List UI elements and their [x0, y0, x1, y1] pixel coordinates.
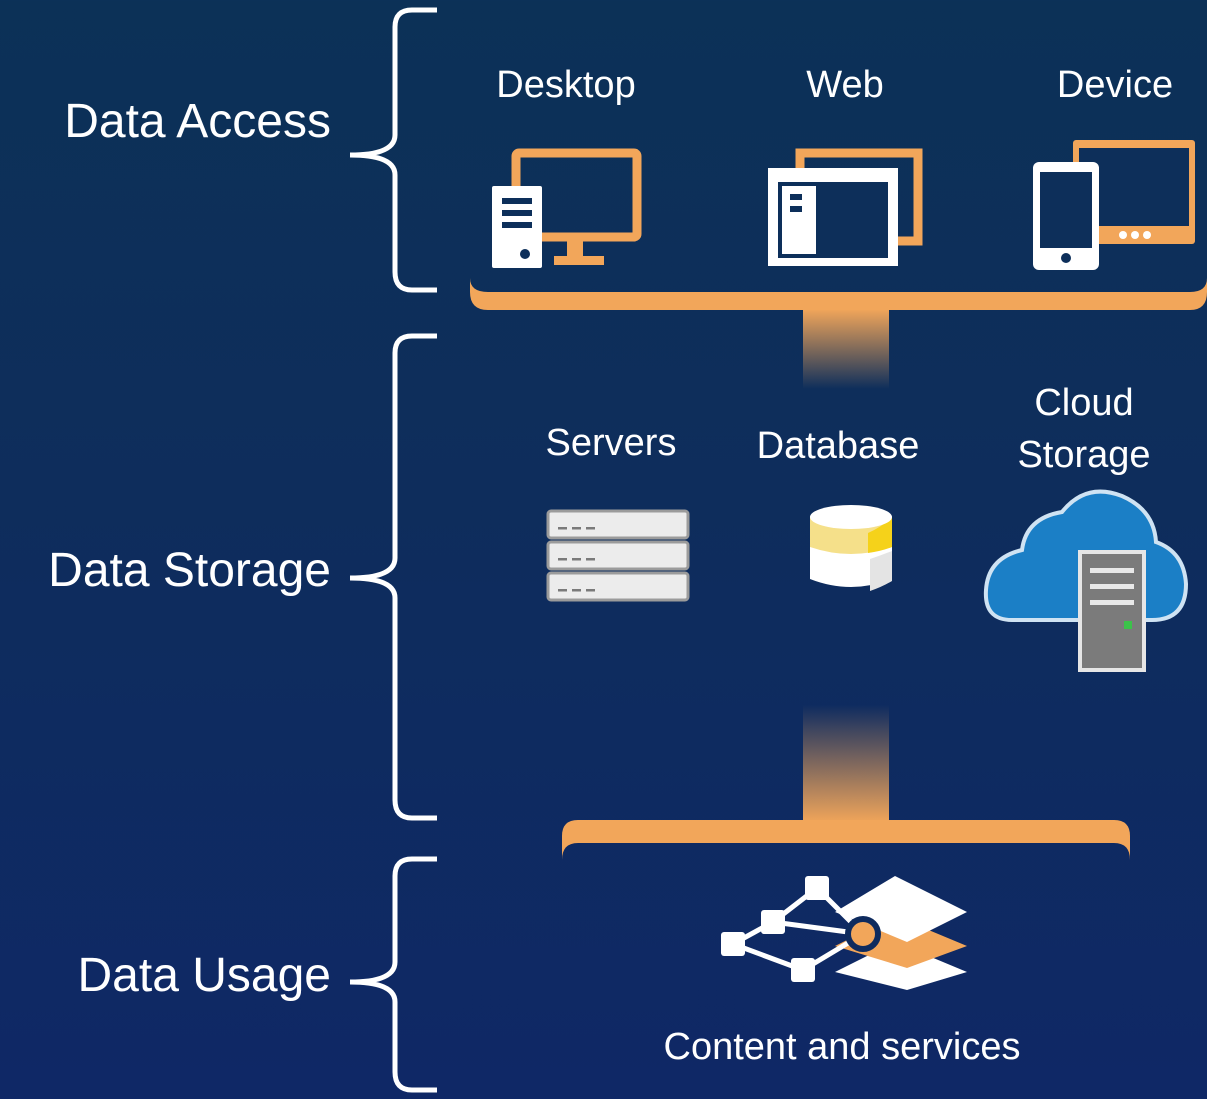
cloud-storage-label-line2: Storage — [1017, 434, 1151, 476]
section-label-data-access: Data Access — [64, 95, 331, 148]
cloud-storage-icon — [983, 489, 1189, 672]
device-label: Device — [1056, 64, 1174, 106]
content-and-services-icon — [721, 876, 967, 990]
cloud-storage-label-line1: Cloud — [1034, 382, 1134, 424]
database-icon — [810, 505, 892, 591]
web-label: Web — [806, 64, 884, 106]
servers-label: Servers — [545, 422, 677, 464]
usage-connector — [803, 705, 889, 823]
desktop-icon — [492, 148, 642, 268]
section-label-data-usage: Data Usage — [77, 949, 331, 1002]
content-and-services-label: Content and services — [663, 1026, 1021, 1068]
desktop-label: Desktop — [496, 64, 636, 106]
storage-brace — [349, 333, 437, 821]
device-icon — [1033, 140, 1195, 270]
usage-platform — [562, 820, 1130, 860]
web-icon — [768, 148, 923, 266]
usage-brace — [349, 856, 437, 1093]
servers-icon — [546, 509, 690, 602]
access-platform — [470, 278, 1207, 310]
access-brace — [349, 7, 437, 293]
section-label-data-storage: Data Storage — [48, 544, 331, 597]
access-connector — [803, 309, 889, 389]
database-label: Database — [756, 425, 920, 467]
